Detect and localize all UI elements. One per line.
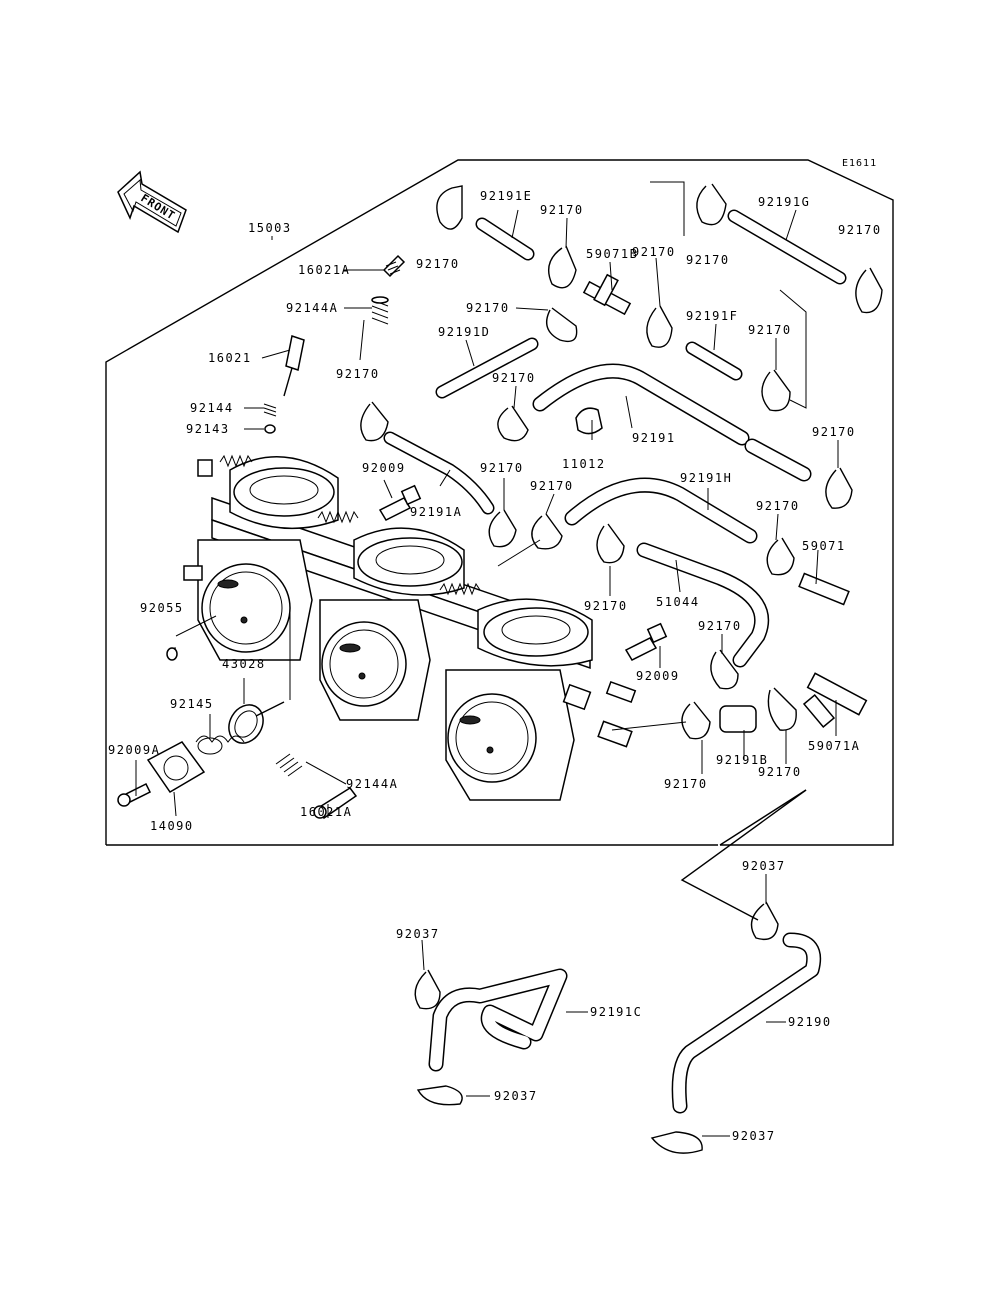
part-label-11012: 11012 <box>562 457 606 471</box>
front-arrow-icon: FRONT <box>117 170 187 234</box>
part-label-92009a: 92009A <box>108 743 160 757</box>
part-label-92144a-bottom: 92144A <box>346 777 398 791</box>
part-label-16021a-bottom: 16021A <box>300 805 352 819</box>
carburetor-assembly <box>183 454 637 801</box>
part-label-59071a: 59071A <box>808 739 860 753</box>
part-label-92144a-top: 92144A <box>286 301 338 315</box>
part-label-92191h: 92191H <box>680 471 732 485</box>
part-label-92037-right: 92037 <box>742 859 786 873</box>
part-label-92143: 92143 <box>186 422 230 436</box>
part-label-51044: 51044 <box>656 595 700 609</box>
leader-lines <box>135 181 839 1137</box>
part-label-92170-l: 92170 <box>530 479 574 493</box>
part-label-92037-lower-right: 92037 <box>732 1129 776 1143</box>
part-label-92170-j: 92170 <box>812 425 856 439</box>
part-labels: 15003 16021A 92144A 16021 92144 92143 92… <box>108 189 882 1143</box>
part-label-92055: 92055 <box>140 601 184 615</box>
part-label-92170-d: 92170 <box>686 253 730 267</box>
part-label-16021: 16021 <box>208 351 252 365</box>
part-label-92170-f: 92170 <box>466 301 510 315</box>
small-parts <box>117 254 868 820</box>
part-label-59071b: 59071B <box>586 247 638 261</box>
part-label-92191b: 92191B <box>716 753 768 767</box>
part-label-92191e: 92191E <box>480 189 532 203</box>
part-label-92170-n: 92170 <box>584 599 628 613</box>
part-label-43028: 43028 <box>222 657 266 671</box>
part-label-92037-left: 92037 <box>396 927 440 941</box>
part-label-92170-h: 92170 <box>492 371 536 385</box>
part-label-92170-g: 92170 <box>336 367 380 381</box>
part-label-92191f: 92191F <box>686 309 738 323</box>
part-label-92170-b: 92170 <box>540 203 584 217</box>
assembly-frame <box>105 159 894 921</box>
part-label-92170-a: 92170 <box>416 257 460 271</box>
part-label-92037-lower-left: 92037 <box>494 1089 538 1103</box>
part-label-92191a: 92191A <box>410 505 462 519</box>
part-label-92170-c: 92170 <box>632 245 676 259</box>
part-label-92170-e: 92170 <box>838 223 882 237</box>
part-label-92144: 92144 <box>190 401 234 415</box>
part-label-16021a-top: 16021A <box>298 263 350 277</box>
part-label-92170-q: 92170 <box>664 777 708 791</box>
part-label-92191: 92191 <box>632 431 676 445</box>
part-label-92170-m: 92170 <box>756 499 800 513</box>
part-label-14090: 14090 <box>150 819 194 833</box>
part-label-92170-o: 92170 <box>698 619 742 633</box>
part-label-92009-right: 92009 <box>636 669 680 683</box>
hose-clamps <box>360 183 883 1154</box>
part-label-92190: 92190 <box>788 1015 832 1029</box>
hoses <box>383 209 847 1114</box>
part-label-92170-k: 92170 <box>480 461 524 475</box>
part-label-92191c: 92191C <box>590 1005 642 1019</box>
part-label-59071: 59071 <box>802 539 846 553</box>
part-label-92191g: 92191G <box>758 195 810 209</box>
diagram-code: E1611 <box>842 158 877 169</box>
part-label-92170-p: 92170 <box>758 765 802 779</box>
part-label-92191d: 92191D <box>438 325 490 339</box>
part-label-92145: 92145 <box>170 697 214 711</box>
part-label-92170-i: 92170 <box>748 323 792 337</box>
part-label-92009-top: 92009 <box>362 461 406 475</box>
part-label-15003: 15003 <box>248 221 292 235</box>
